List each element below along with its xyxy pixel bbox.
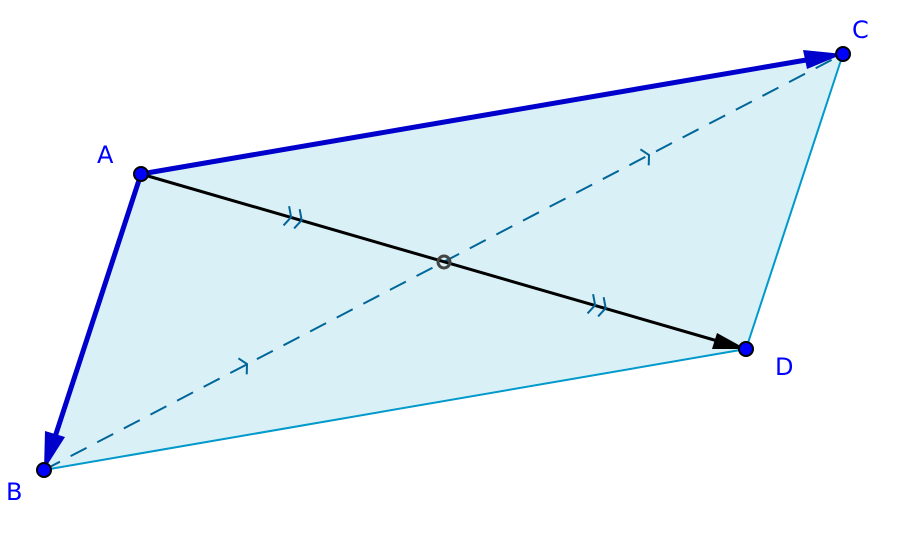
double-chevron-mark-1: [282, 205, 303, 230]
label-C: C: [852, 16, 869, 44]
label-D: D: [775, 353, 793, 381]
vector-AD: [140, 172, 729, 346]
point-A[interactable]: [133, 166, 149, 182]
segment-CD: [745, 53, 844, 350]
segment-BD: [43, 348, 747, 471]
arrowhead-AD: [712, 333, 746, 349]
double-chevron-mark-2: [586, 293, 607, 318]
vector-AB: [51, 173, 144, 441]
single-chevron-mark-1: [237, 357, 249, 375]
label-B: B: [6, 478, 22, 506]
point-D[interactable]: [738, 341, 754, 357]
label-A: A: [97, 141, 114, 169]
midpoint-marker[interactable]: [436, 254, 452, 270]
arrowhead-AB: [44, 431, 65, 470]
single-chevron-mark-2: [639, 148, 651, 166]
arrowhead-AC: [803, 50, 843, 69]
point-C[interactable]: [835, 46, 851, 62]
vector-AC: [140, 56, 813, 177]
point-B[interactable]: [36, 462, 52, 478]
